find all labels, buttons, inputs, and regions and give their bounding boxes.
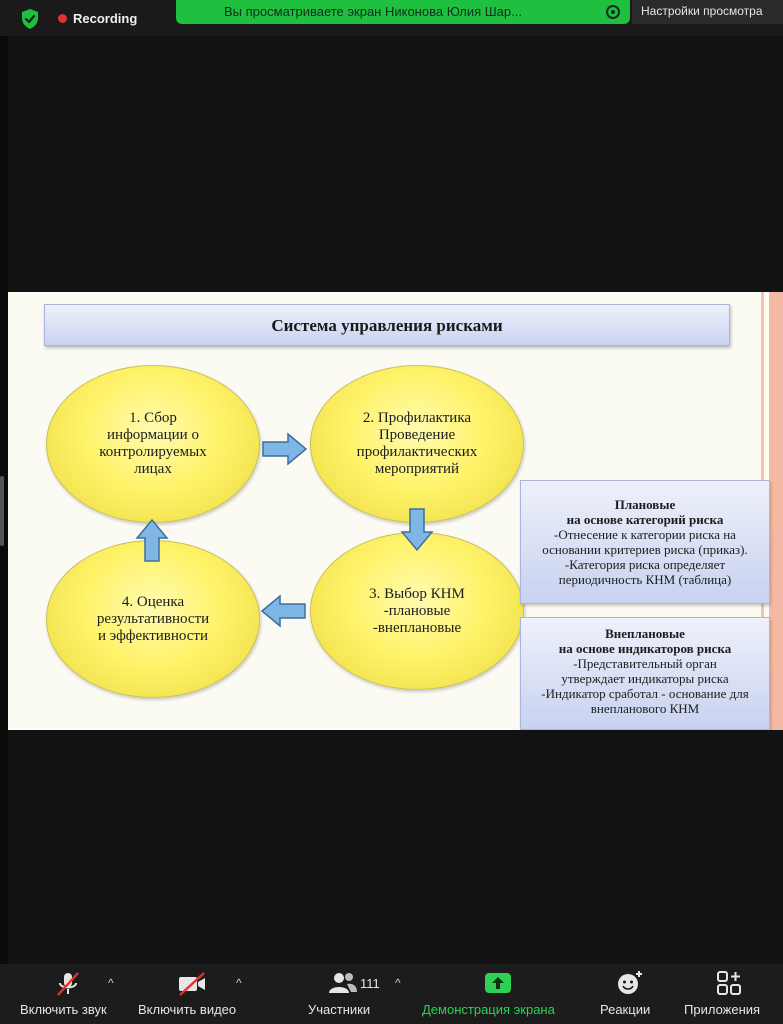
planned-line: периодичность КНМ (таблица) [558,572,732,587]
participants-icon [329,973,357,993]
arrow-down-icon [400,508,434,552]
participants-options-chevron-icon[interactable]: ^ [395,976,401,990]
left-edge [0,36,8,964]
arrow-right-icon [262,432,308,466]
mic-muted-icon [57,972,79,996]
top-bar: Recording Вы просматриваете экран Никоно… [0,0,783,36]
ellipse-line: -внеплановые [372,619,462,636]
ellipse-line: 4. Оценка [121,593,185,610]
participants-count: 111 [360,976,380,991]
share-screen-label: Демонстрация экрана [422,1002,555,1017]
reactions-button[interactable]: Реакции [596,964,660,1024]
unplanned-title: Внеплановые [605,626,685,641]
audio-options-chevron-icon[interactable]: ^ [108,976,114,990]
ellipse-line: Проведение [378,427,456,443]
record-dot-icon [58,14,67,23]
share-banner-text: Вы просматриваете экран Никонова Юлия Ша… [224,4,522,19]
planned-line: -Категория риска определяет [564,557,726,572]
start-video-label: Включить видео [138,1002,237,1017]
apps-button[interactable]: Приложения [680,964,776,1024]
share-banner[interactable]: Вы просматриваете экран Никонова Юлия Ша… [176,0,630,24]
unplanned-inspections-box: Внеплановые на основе индикаторов риска … [520,617,770,730]
planned-subtitle: на основе категорий риска [566,512,724,527]
ellipse-line: контролируемых [99,444,207,460]
reactions-label: Реакции [600,1002,651,1017]
scroll-handle[interactable] [0,476,4,546]
participants-label: Участники [308,1002,371,1017]
ellipse-choose-knm: 3. Выбор КНМ -плановые -внеплановые [310,532,524,690]
participants-button[interactable]: 111 Участники [300,964,390,1024]
slide-title: Система управления рисками [271,316,503,335]
unplanned-subtitle: на основе индикаторов риска [558,641,732,656]
ellipse-collect-info: 1. Сбор информации о контролируемых лица… [46,365,260,523]
reactions-icon [618,971,642,994]
slide-title-box: Система управления рисками [44,304,730,346]
ellipse-line: профилактических [356,444,478,460]
planned-line: основании критериев риска (приказ). [542,542,748,557]
share-status-icon[interactable] [606,5,620,19]
ellipse-line: лицах [134,461,172,477]
video-muted-icon [179,972,205,996]
ellipse-line: 3. Выбор КНМ [369,585,465,602]
ellipse-line: -плановые [383,602,451,619]
apps-icon [717,971,741,995]
shared-slide: Система управления рисками 1. Сбор инфор… [8,292,783,730]
start-video-button[interactable]: Включить видео [134,964,254,1024]
unmute-label: Включить звук [20,1002,107,1017]
shared-screen-background [8,730,783,964]
apps-label: Приложения [684,1002,761,1017]
recording-indicator[interactable]: Recording [58,11,137,26]
meeting-toolbar: Включить звук ^ Включить видео ^ 111 Уча… [0,964,783,1024]
ellipse-line: и эффективности [97,627,209,644]
ellipse-evaluation: 4. Оценка результативности и эффективнос… [46,540,260,698]
share-screen-icon [485,973,511,993]
ellipse-line: 1. Сбор [129,410,177,426]
planned-line: -Отнесение к категории риска на [554,527,736,542]
ellipse-line: информации о [107,427,199,443]
planned-inspections-box: Плановые на основе категорий риска -Отне… [520,480,770,604]
recording-label: Recording [73,11,138,26]
ellipse-prevention: 2. Профилактика Проведение профилактичес… [310,365,524,523]
unmute-button[interactable]: Включить звук [14,964,124,1024]
ellipse-line: результативности [96,610,210,627]
planned-title: Плановые [614,497,676,512]
video-options-chevron-icon[interactable]: ^ [236,976,242,990]
unplanned-line: утверждает индикаторы риска [561,671,729,686]
arrow-left-icon [260,594,306,628]
unplanned-line: -Представительный орган [573,656,717,671]
unplanned-line: -Индикатор сработал - основание для [541,686,749,701]
unplanned-line: внепланового КНМ [590,701,700,716]
ellipse-line: 2. Профилактика [362,410,472,426]
ellipse-line: мероприятий [374,461,460,477]
view-settings-button[interactable]: Настройки просмотра [632,0,783,24]
arrow-up-icon [135,518,169,562]
share-screen-button[interactable]: Демонстрация экрана [420,964,576,1024]
shield-check-icon[interactable] [20,8,40,30]
